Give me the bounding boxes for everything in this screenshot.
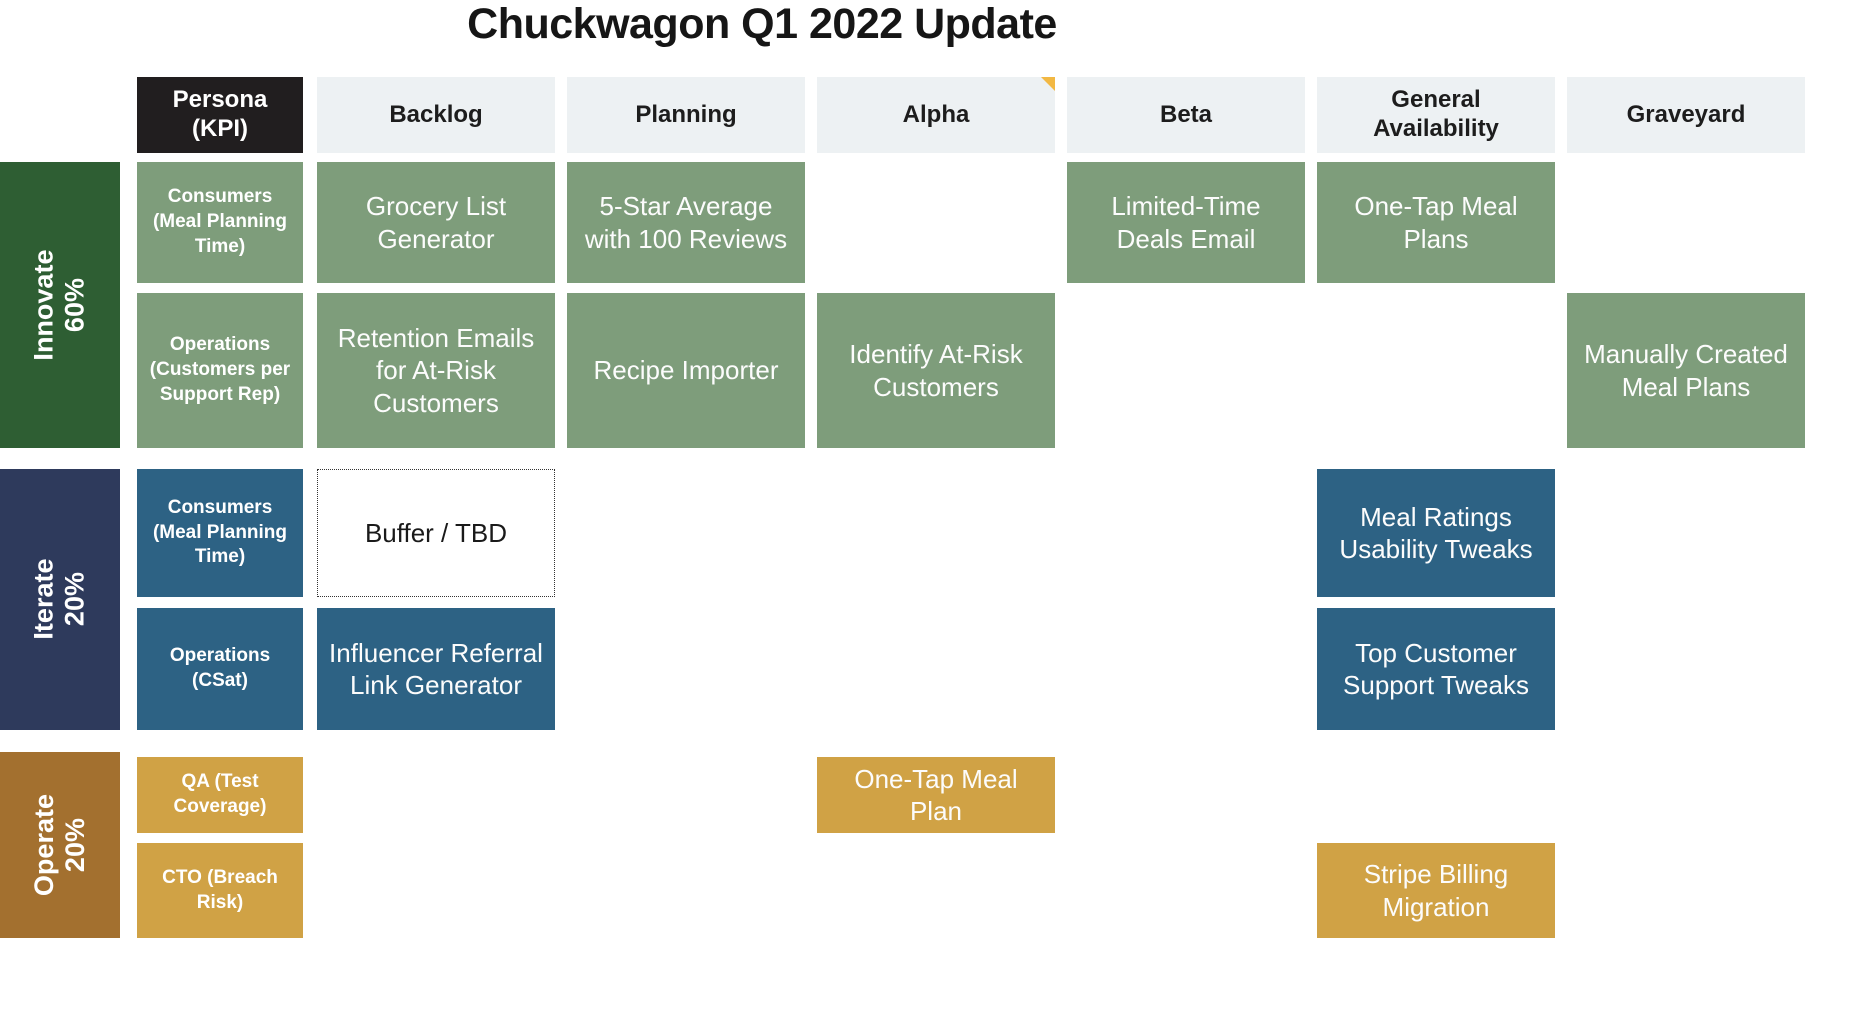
row-operate-cto: CTO (Breach Risk) Stripe Billing Migrati… (0, 843, 1850, 938)
column-header-beta: Beta (1067, 77, 1305, 153)
row-iterate-operations: Operations (CSat) Influencer Referral Li… (0, 608, 1850, 730)
card-one-tap-meal-plan: One-Tap Meal Plan (817, 757, 1055, 833)
column-header-general-availability: General Availability (1317, 77, 1555, 153)
row-innovate-consumers: Consumers (Meal Planning Time) Grocery L… (0, 162, 1850, 283)
persona-cell-innovate-consumers: Consumers (Meal Planning Time) (137, 162, 303, 283)
column-header-backlog: Backlog (317, 77, 555, 153)
column-header-planning: Planning (567, 77, 805, 153)
card-buffer-tbd: Buffer / TBD (317, 469, 555, 597)
band-stripe-operate: Operate 20% (0, 752, 120, 938)
persona-cell-operate-qa: QA (Test Coverage) (137, 757, 303, 833)
column-header-persona-kpi: Persona (KPI) (137, 77, 303, 153)
column-header-alpha-label: Alpha (902, 100, 970, 128)
page-title: Chuckwagon Q1 2022 Update (467, 0, 1057, 48)
row-iterate-consumers: Consumers (Meal Planning Time) Buffer / … (0, 469, 1850, 597)
card-recipe-importer: Recipe Importer (567, 293, 805, 448)
persona-cell-innovate-operations: Operations (Customers per Support Rep) (137, 293, 303, 448)
card-meal-ratings-usability-tweaks: Meal Ratings Usability Tweaks (1317, 469, 1555, 597)
row-operate-qa: QA (Test Coverage) One-Tap Meal Plan (0, 757, 1850, 833)
persona-cell-operate-cto: CTO (Breach Risk) (137, 843, 303, 938)
card-one-tap-meal-plans: One-Tap Meal Plans (1317, 162, 1555, 283)
persona-cell-iterate-consumers: Consumers (Meal Planning Time) (137, 469, 303, 597)
comment-marker-icon (1041, 77, 1055, 91)
card-influencer-referral-link-generator: Influencer Referral Link Generator (317, 608, 555, 730)
band-stripe-iterate: Iterate 20% (0, 469, 120, 730)
card-limited-time-deals-email: Limited-Time Deals Email (1067, 162, 1305, 283)
card-stripe-billing-migration: Stripe Billing Migration (1317, 843, 1555, 938)
column-header-graveyard: Graveyard (1567, 77, 1805, 153)
persona-cell-iterate-operations: Operations (CSat) (137, 608, 303, 730)
column-header-alpha: Alpha (817, 77, 1055, 153)
card-manually-created-meal-plans: Manually Created Meal Plans (1567, 293, 1805, 448)
card-grocery-list-generator: Grocery List Generator (317, 162, 555, 283)
card-5-star-average: 5-Star Average with 100 Reviews (567, 162, 805, 283)
row-innovate-operations: Operations (Customers per Support Rep) R… (0, 293, 1850, 448)
band-stripe-innovate: Innovate 60% (0, 162, 120, 448)
card-identify-at-risk-customers: Identify At-Risk Customers (817, 293, 1055, 448)
card-retention-emails: Retention Emails for At-Risk Customers (317, 293, 555, 448)
card-top-customer-support-tweaks: Top Customer Support Tweaks (1317, 608, 1555, 730)
